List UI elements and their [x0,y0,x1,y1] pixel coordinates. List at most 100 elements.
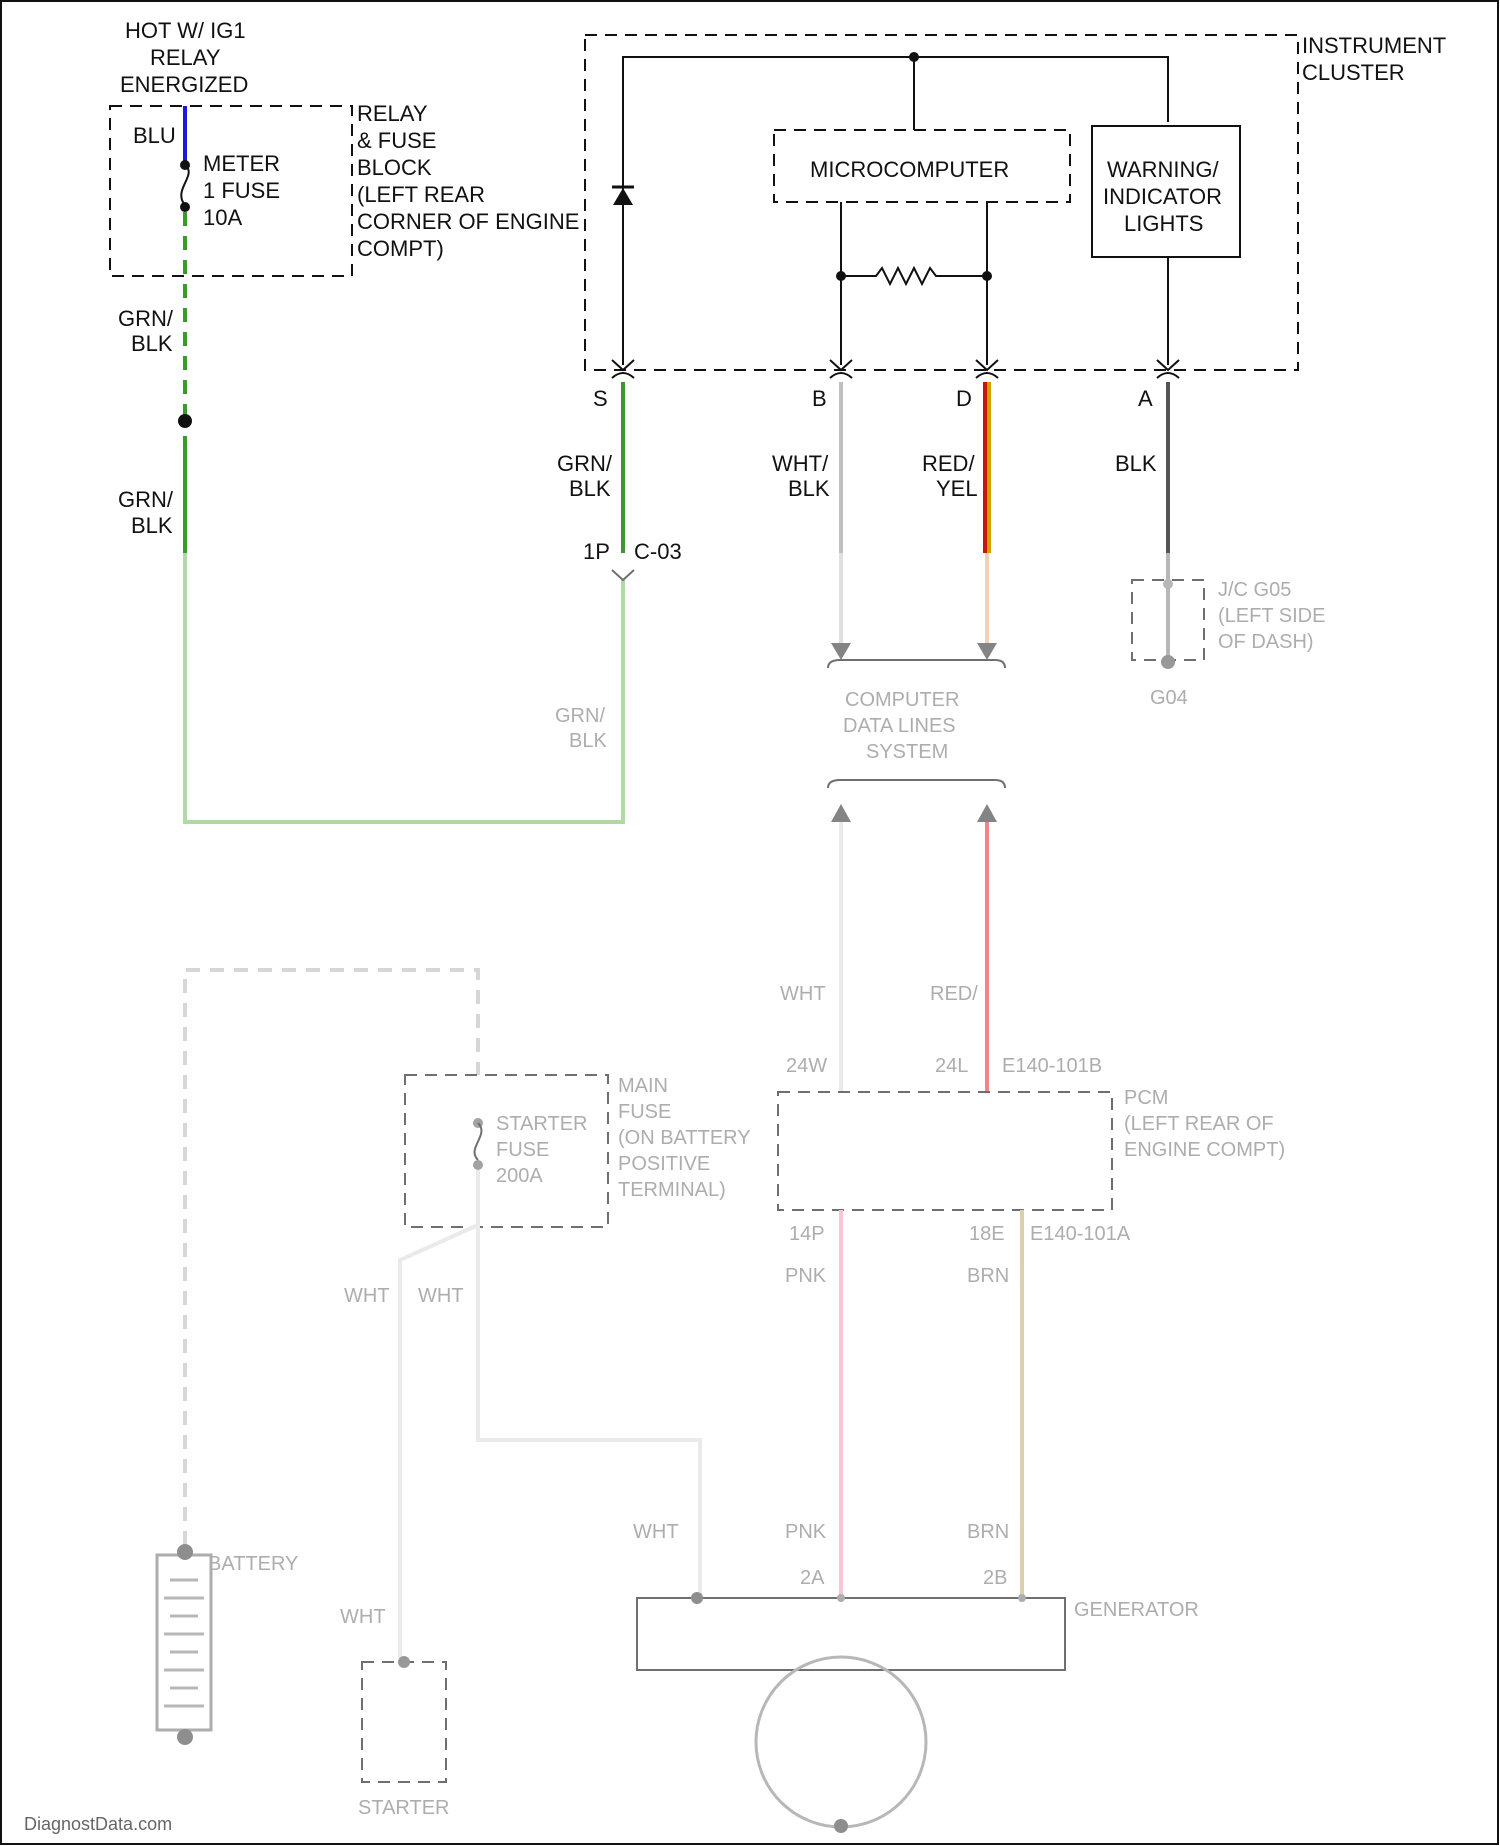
cdl-arrow-pcm-wht [831,804,851,822]
pin-14p-label: 14P [789,1223,825,1245]
fuse-label-3: 10A [203,205,242,230]
grn-blk-label-2a: GRN/ [118,487,174,512]
cdl-brace-bottom [828,780,1005,788]
watermark: DiagnostData.com [24,1814,172,1834]
grn-blk-label-3a: GRN/ [555,705,605,727]
grn-blk-label-1b: BLK [131,331,173,356]
meter-fuse-symbol [181,165,189,205]
connector-c03-label: C-03 [634,539,682,564]
grn-blk-label-2b: BLK [131,513,173,538]
jc-label-3: OF DASH) [1218,631,1314,653]
wht-label-1: WHT [780,983,826,1005]
starter-terminal [398,1656,410,1668]
battery-label: BATTERY [208,1553,298,1575]
grn-blk-label-3b: BLK [569,730,607,752]
starter-box [362,1662,446,1782]
jc-label-2: (LEFT SIDE [1218,605,1325,627]
main-fuse-label-3: (ON BATTERY [618,1127,751,1149]
fuse-label-2: 1 FUSE [203,178,280,203]
pcm-box [778,1092,1112,1210]
a-wire-label: BLK [1115,451,1157,476]
brn-label-2: BRN [967,1521,1009,1543]
pcm-label-1: PCM [1124,1087,1168,1109]
jc-label-1: J/C G05 [1218,579,1291,601]
b-wire-label-b: BLK [788,476,830,501]
generator-2b-terminal [1018,1594,1026,1602]
fuse-terminal-bottom [180,202,190,212]
starter-label: STARTER [358,1797,450,1819]
starter-fuse-terminal-bottom [473,1160,483,1170]
battery-positive-terminal [177,1544,193,1560]
relay-label-6: COMPT) [357,236,444,261]
cluster-top-bus [623,57,1168,365]
pin-s-label: S [593,386,608,411]
pin-2a-label: 2A [800,1567,825,1589]
generator-icon [756,1657,926,1827]
s-wire-label-a: GRN/ [557,451,613,476]
generator-body [637,1598,1065,1670]
pin-b-label: B [812,386,827,411]
red-label-1: RED/ [930,983,978,1005]
grn-blk-return-wire [185,553,623,822]
pin-18e-label: 18E [969,1223,1005,1245]
generator-2a-terminal [837,1594,845,1602]
s-wire-label-b: BLK [569,476,611,501]
pin-24l-label: 24L [935,1055,968,1077]
battery-cable-dashed [185,970,478,1545]
cluster-label-1: INSTRUMENT [1302,33,1446,58]
pnk-label-1: PNK [785,1265,827,1287]
diode-icon [613,188,633,205]
ground-point-g04 [1161,655,1175,669]
starter-fuse-label-3: 200A [496,1165,543,1187]
generator-b-terminal [691,1592,703,1604]
wht-label-4: WHT [633,1521,679,1543]
pin-d-label: D [956,386,972,411]
pcm-label-3: ENGINE COMPT) [1124,1139,1285,1161]
d-wire-label-a: RED/ [922,451,975,476]
main-fuse-label-5: TERMINAL) [618,1179,726,1201]
pcm-label-2: (LEFT REAR OF [1124,1113,1274,1135]
pnk-label-2: PNK [785,1521,827,1543]
cdl-label-2: DATA LINES [843,715,956,737]
pcm-top-connector-label: E140-101B [1002,1055,1102,1077]
warning-label-2: INDICATOR [1103,184,1222,209]
pin-2b-label: 2B [983,1567,1007,1589]
brn-label-1: BRN [967,1265,1009,1287]
battery-cells-icon [164,1580,204,1706]
termination-resistor-icon [841,268,987,284]
hot-label-1: HOT W/ IG1 [125,18,246,43]
connector-c03-pin-icon [612,570,634,580]
main-fuse-label-4: POSITIVE [618,1153,710,1175]
b-wire-label-a: WHT/ [772,451,829,476]
cdl-brace-top [828,660,1005,668]
pcm-bottom-connector-label: E140-101A [1030,1223,1131,1245]
cdl-arrow-b [831,643,851,660]
relay-label-3: BLOCK [357,155,432,180]
lower-section: GRN/ BLK J/C G05 (LEFT SIDE OF DASH) G04… [157,553,1325,1833]
splice-point [178,414,192,428]
fuse-label-1: METER [203,151,280,176]
relay-label-1: RELAY [357,101,428,126]
hot-label-3: ENERGIZED [120,72,248,97]
cluster-label-2: CLUSTER [1302,60,1405,85]
wht-label-3: WHT [418,1285,464,1307]
pin-24w-label: 24W [786,1055,827,1077]
hot-label-2: RELAY [150,45,221,70]
cdl-label-3: SYSTEM [866,741,948,763]
relay-label-4: (LEFT REAR [357,182,485,207]
relay-label-5: CORNER OF ENGINE [357,209,579,234]
cdl-arrow-d [977,643,997,660]
main-fuse-label-2: FUSE [618,1101,671,1123]
generator-label: GENERATOR [1074,1599,1199,1621]
pin-a-label: A [1138,386,1153,411]
ground-label: G04 [1150,687,1188,709]
warning-label-1: WARNING/ [1107,157,1220,182]
wht-label-2: WHT [344,1285,390,1307]
cdl-arrow-pcm-red [977,804,997,822]
microcomputer-label: MICROCOMPUTER [810,157,1009,182]
generator-ground-terminal [834,1819,848,1833]
d-wire-label-b: YEL [936,476,978,501]
connector-1p-label: 1P [583,539,610,564]
